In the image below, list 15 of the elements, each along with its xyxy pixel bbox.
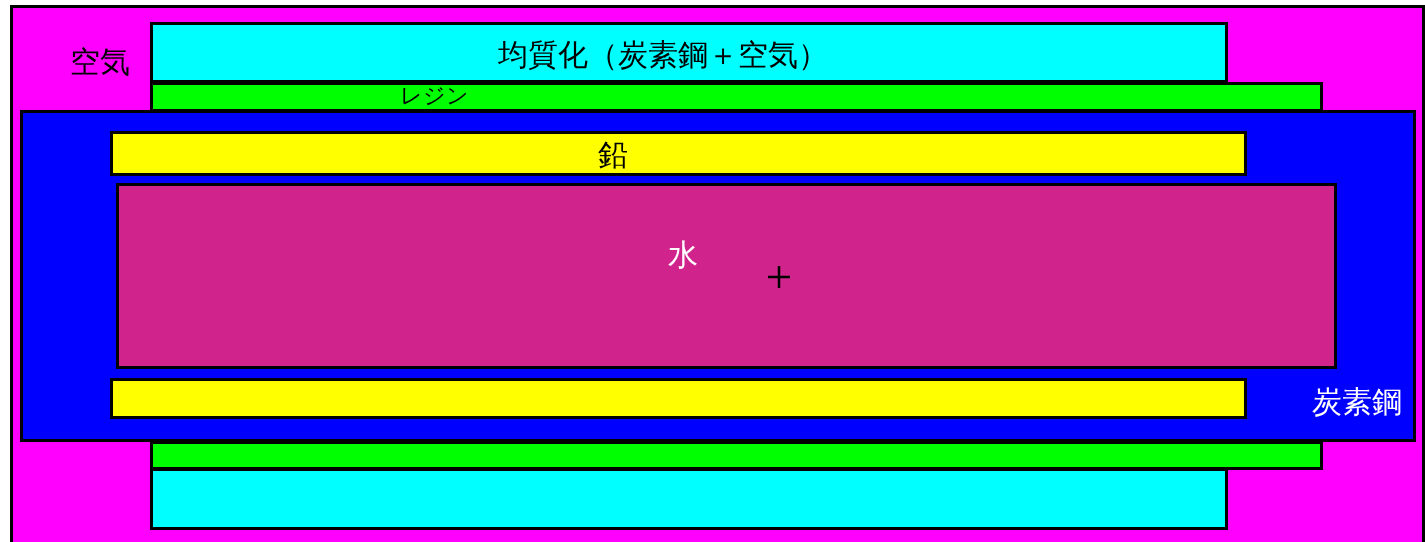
resin-layer bbox=[150, 82, 1323, 112]
lead-layer bbox=[110, 378, 1247, 419]
water-region bbox=[116, 183, 1337, 369]
layer-label: 均質化（炭素鋼＋空気） bbox=[498, 37, 828, 73]
air-region bbox=[10, 5, 1425, 542]
layer-label: 鉛 bbox=[598, 137, 628, 173]
homogenized-layer bbox=[150, 22, 1228, 83]
layer-label: 炭素鋼 bbox=[1312, 384, 1402, 420]
homogenized-layer bbox=[150, 468, 1228, 530]
layer-label: レジン bbox=[400, 84, 469, 108]
lead-layer bbox=[110, 131, 1247, 176]
steel-layer bbox=[20, 110, 1416, 442]
region-label: 空気 bbox=[70, 44, 130, 80]
resin-layer bbox=[150, 441, 1323, 470]
region-label: 水 bbox=[668, 237, 698, 273]
